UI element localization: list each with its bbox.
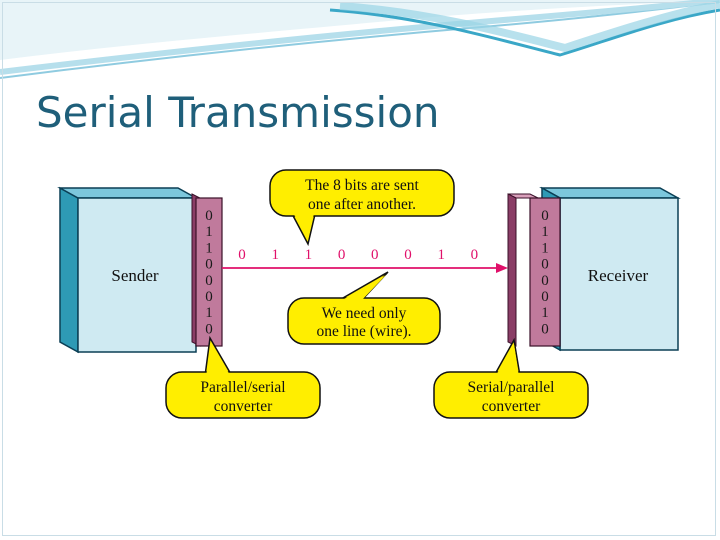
receiver-bit: 1 <box>541 240 549 256</box>
receiver-bit: 0 <box>541 289 549 305</box>
line-bit: 1 <box>437 247 445 263</box>
receiver-bit: 0 <box>541 208 549 224</box>
receiver-bit: 0 <box>541 321 549 337</box>
receiver-bit: 0 <box>541 273 549 289</box>
callout-right-line2: converter <box>482 398 541 415</box>
callout-top-line1: The 8 bits are sent <box>305 177 419 194</box>
callout-left-line2: converter <box>214 398 273 415</box>
sender-bit: 0 <box>205 273 213 289</box>
line-bit: 0 <box>238 247 246 263</box>
receiver-bit: 0 <box>541 257 549 273</box>
line-bit: 0 <box>404 247 412 263</box>
line-bit: 0 <box>338 247 346 263</box>
sender-bit: 0 <box>205 257 213 273</box>
sender-bit: 1 <box>205 240 213 256</box>
sender-bit: 0 <box>205 208 213 224</box>
receiver-bit: 1 <box>541 305 549 321</box>
receiver-bit: 1 <box>541 224 549 240</box>
callout-right-line1: Serial/parallel <box>468 379 555 396</box>
sender-bit: 1 <box>205 305 213 321</box>
line-bit: 1 <box>305 247 313 263</box>
line-bit: 0 <box>471 247 479 263</box>
sender-bit: 0 <box>205 289 213 305</box>
line-bit: 0 <box>371 247 379 263</box>
callout-top-line2: one after another. <box>308 196 416 213</box>
callout-left-line1: Parallel/serial <box>200 379 285 396</box>
callout-middle-line1: We need only <box>322 305 407 322</box>
sender-box: Sender <box>60 188 196 352</box>
sender-bit: 1 <box>205 224 213 240</box>
sender-bit: 0 <box>205 321 213 337</box>
receiver-box: Receiver <box>542 188 678 350</box>
callout-middle-line2: one line (wire). <box>316 323 411 340</box>
line-bit: 1 <box>271 247 279 263</box>
sender-label: Sender <box>111 266 159 285</box>
receiver-label: Receiver <box>588 266 649 285</box>
